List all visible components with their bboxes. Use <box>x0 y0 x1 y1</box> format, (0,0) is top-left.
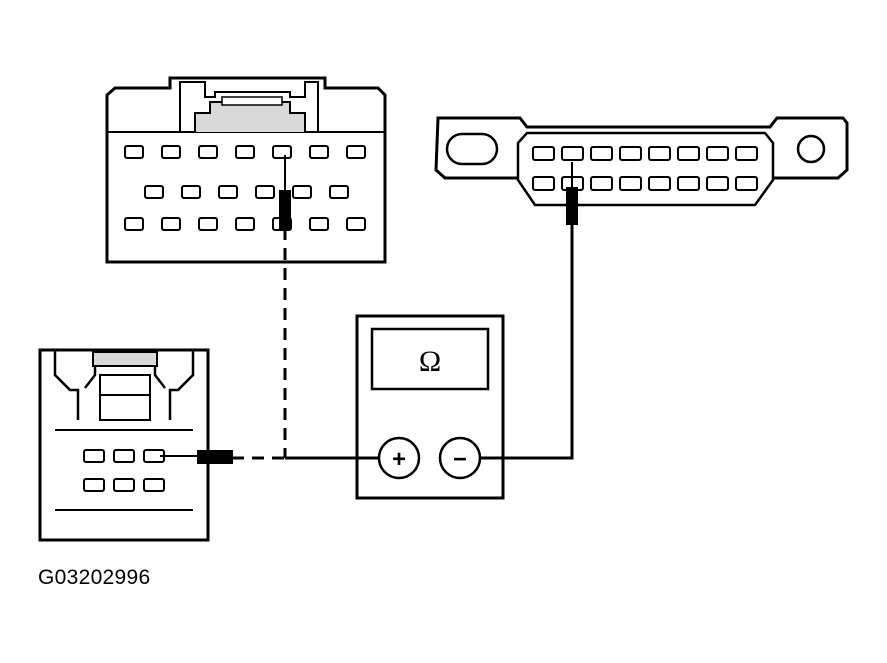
diagnostic-connector <box>434 116 849 207</box>
negative-test-lead <box>480 222 574 460</box>
pin-cavity <box>198 217 218 231</box>
pin-cavity <box>235 217 255 231</box>
pin-cavity <box>124 217 144 231</box>
pin-cavity <box>113 478 135 492</box>
diagnostic-connector-mount-hole <box>796 134 826 164</box>
pin-cavity <box>561 146 584 161</box>
multi-pin-connector-outline <box>105 76 387 264</box>
test-leads <box>160 155 578 464</box>
pin-cavity <box>619 146 642 161</box>
multi-pin-connector-pins <box>124 145 366 231</box>
pin-cavity <box>292 185 312 199</box>
small-connector-latch <box>53 350 195 420</box>
pin-cavity <box>346 217 366 231</box>
pin-cavity <box>706 176 729 191</box>
positive-terminal-symbol: + <box>392 446 406 473</box>
pin-cavity <box>648 146 671 161</box>
diagnostic-connector-pins <box>532 146 758 191</box>
pin-cavity <box>235 145 255 159</box>
ohmmeter-display <box>370 327 490 391</box>
small-connector-pins <box>83 449 165 492</box>
diagnostic-connector-shroud <box>516 131 775 207</box>
pin-cavity <box>590 146 613 161</box>
positive-probe-tip <box>197 450 233 464</box>
pin-cavity <box>309 217 329 231</box>
pin-cavity <box>735 146 758 161</box>
pin-cavity <box>161 145 181 159</box>
pin-cavity <box>218 185 238 199</box>
multi-pin-connector <box>105 76 387 264</box>
pin-cavity <box>735 176 758 191</box>
figure-id-label: G03202996 <box>38 566 151 589</box>
pin-cavity <box>255 185 275 199</box>
pin-cavity <box>532 146 555 161</box>
pin-cavity <box>272 145 292 159</box>
negative-terminal-symbol: − <box>453 446 467 473</box>
pin-cavity <box>329 185 349 199</box>
pin-cavity <box>677 146 700 161</box>
small-connector-latch-tab <box>92 351 158 367</box>
small-connector-outline <box>38 348 210 542</box>
pin-cavity <box>161 217 181 231</box>
pin-cavity <box>113 449 135 463</box>
multi-pin-probe-tip <box>279 190 291 230</box>
ohm-symbol: Ω <box>419 345 441 378</box>
small-connector-latch-body <box>99 374 151 421</box>
diagnostic-connector-mount-slot <box>445 132 499 166</box>
negative-probe-tip <box>566 187 578 225</box>
pin-cavity <box>346 145 366 159</box>
pin-cavity <box>619 176 642 191</box>
pin-cavity <box>181 185 201 199</box>
pin-cavity <box>648 176 671 191</box>
multi-pin-connector-latch-inner <box>194 101 306 132</box>
pin-cavity <box>706 146 729 161</box>
pin-cavity <box>83 449 105 463</box>
pin-cavity <box>309 145 329 159</box>
pin-cavity <box>144 185 164 199</box>
multi-pin-connector-latch <box>179 81 319 132</box>
pin-cavity <box>198 145 218 159</box>
multi-pin-connector-latch-tab <box>221 96 283 106</box>
pin-cavity <box>532 176 555 191</box>
pin-cavity <box>143 478 165 492</box>
pin-cavity <box>590 176 613 191</box>
pin-cavity <box>124 145 144 159</box>
small-connector <box>38 348 210 542</box>
pin-cavity <box>677 176 700 191</box>
pin-cavity <box>83 478 105 492</box>
ohmmeter: Ω + − <box>355 314 505 500</box>
